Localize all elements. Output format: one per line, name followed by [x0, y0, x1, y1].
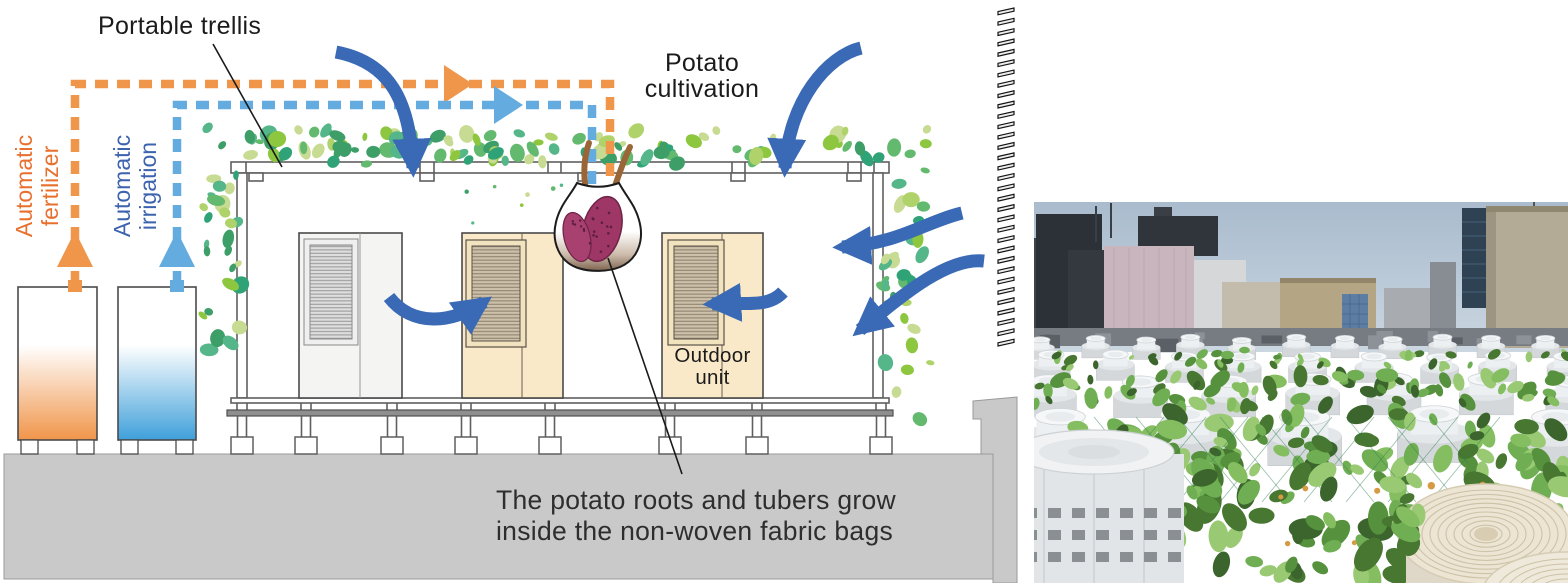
trellis-brackets	[248, 172, 862, 182]
portable-trellis-label: Portable trellis	[98, 12, 262, 40]
automatic-fertilizer-label: Automatic fertilizer	[11, 134, 63, 238]
irrigation-pipe	[159, 86, 597, 284]
cultivation-diagram	[3, 7, 1018, 583]
ground	[3, 396, 1018, 583]
bag-leader-line	[607, 257, 683, 475]
rooftop-photo	[1034, 202, 1568, 583]
potato-cultivation-line2: cultivation	[644, 75, 760, 103]
foreground-fan-units	[1034, 429, 1568, 583]
outdoor-unit-1	[298, 232, 403, 399]
rail-stubs	[236, 403, 887, 410]
potato-tuber	[562, 211, 592, 263]
separator-hatch	[997, 7, 1015, 347]
potato-cultivation-line1: Potato	[664, 49, 740, 77]
potato-bag	[553, 140, 642, 272]
airflow-arrows	[334, 41, 985, 337]
potato-cultivation-label: Potato cultivation	[626, 50, 778, 102]
automatic-irrigation-label: Automatic irrigation	[109, 134, 161, 238]
legs	[230, 416, 893, 455]
fertilizer-pipe	[57, 65, 615, 284]
photo-buildings	[1034, 202, 1568, 353]
fertilizer-tank	[17, 280, 98, 455]
caption-text: The potato roots and tubers grow inside …	[496, 485, 896, 546]
outdoor-unit-label: Outdoor unit	[674, 344, 751, 389]
outdoor-unit-2	[461, 232, 564, 399]
irrigation-tank	[117, 280, 197, 455]
trellis-leader-line	[212, 43, 283, 168]
outdoor-unit-3	[661, 232, 764, 399]
